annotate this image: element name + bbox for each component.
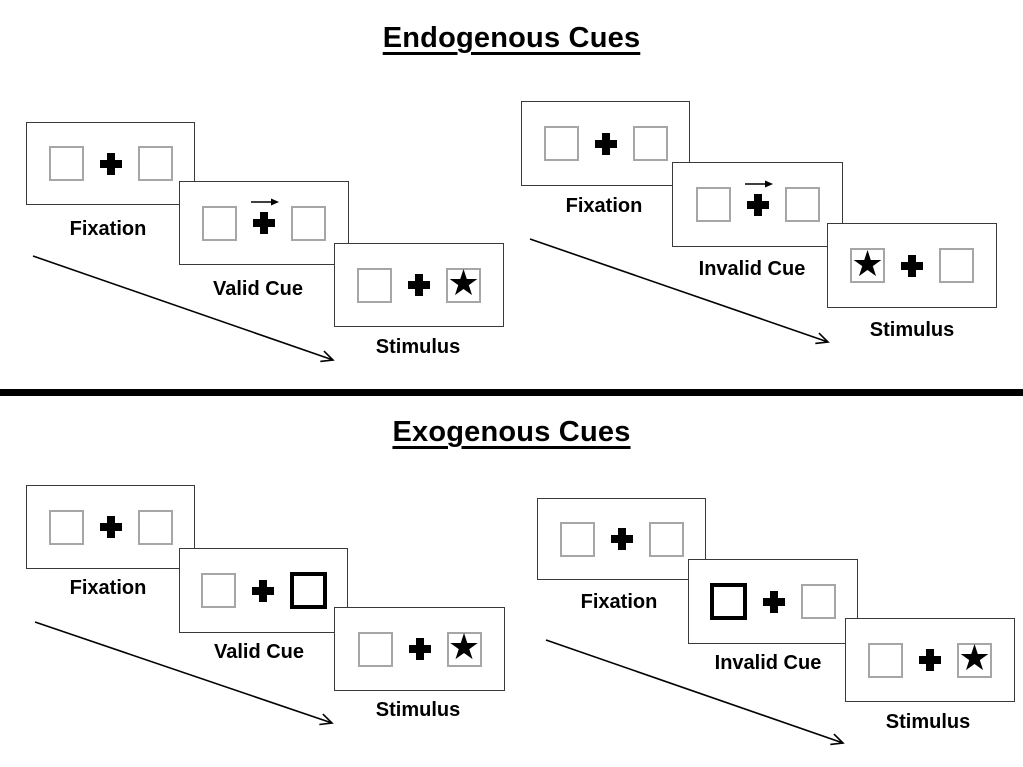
placeholder-box-right	[291, 205, 326, 241]
fixation-cross-icon	[610, 528, 633, 550]
fixation-cross-icon	[763, 590, 785, 613]
panel-label: Valid Cue	[213, 641, 305, 663]
fixation-panel	[521, 101, 690, 186]
section-title-text: Exogenous Cues	[392, 416, 631, 448]
cue-arrow-right-icon	[251, 198, 279, 206]
placeholder-box-left	[202, 205, 237, 241]
invalid-cue-panel	[672, 162, 843, 247]
panel-label: Invalid Cue	[698, 258, 806, 280]
fixation-cross-icon	[408, 274, 430, 296]
fixation-cross-icon	[99, 152, 122, 175]
placeholder-box-right	[632, 126, 668, 161]
cue-highlight-box	[289, 572, 327, 609]
star-icon: ★	[447, 263, 480, 304]
invalid-cue-panel	[688, 559, 858, 644]
panel-label: Fixation	[69, 218, 147, 240]
placeholder-box-left	[357, 631, 393, 667]
placeholder-box-left	[695, 187, 731, 222]
placeholder-box-left	[868, 642, 903, 678]
stimulus-panel: ★	[827, 223, 997, 308]
placeholder-box-right	[939, 248, 974, 283]
placeholder-box-left	[559, 521, 595, 557]
cue-arrow-right-icon	[744, 180, 773, 187]
panel-label: Stimulus	[375, 699, 461, 721]
valid-cue-panel	[179, 548, 348, 633]
placeholder-box-right: ★	[446, 263, 481, 304]
placeholder-box-left	[48, 509, 84, 545]
star-icon: ★	[958, 638, 991, 679]
stimulus-panel: ★	[334, 607, 505, 691]
placeholder-box-left	[200, 573, 236, 608]
fixation-panel	[26, 122, 195, 205]
placeholder-box-right	[784, 187, 820, 222]
fixation-panel	[537, 498, 706, 580]
fixation-cross-icon	[408, 638, 431, 660]
cue-highlight-box	[710, 583, 747, 620]
placeholder-box-right: ★	[446, 627, 482, 668]
placeholder-box-right: ★	[957, 638, 992, 679]
placeholder-box-right	[137, 509, 173, 545]
panel-label: Stimulus	[869, 319, 955, 341]
placeholder-box-left	[48, 146, 84, 181]
panel-label: Fixation	[580, 591, 658, 613]
panel-label: Stimulus	[375, 336, 461, 358]
fixation-cross-icon	[251, 579, 274, 602]
star-icon: ★	[447, 627, 481, 668]
section-title-exogenous: Exogenous Cues	[0, 416, 1023, 449]
placeholder-box-right	[648, 521, 684, 557]
fixation-panel	[26, 485, 195, 569]
fixation-cross-icon	[919, 649, 941, 671]
section-title-text: Endogenous Cues	[382, 22, 641, 54]
placeholder-box-left	[543, 126, 579, 161]
fixation-cross-icon	[99, 516, 122, 538]
section-divider	[0, 389, 1023, 396]
fixation-cross-icon	[594, 132, 617, 155]
fixation-cross-icon	[901, 254, 923, 277]
timeline-arrow-exogenous-valid	[34, 621, 334, 726]
placeholder-box-left	[357, 267, 392, 303]
panel-label: Invalid Cue	[714, 652, 822, 674]
timeline-arrow-endogenous-invalid	[529, 238, 830, 345]
section-title-endogenous: Endogenous Cues	[0, 22, 1023, 55]
placeholder-box-right	[801, 584, 836, 619]
placeholder-box-left: ★	[850, 243, 885, 285]
panel-label: Valid Cue	[212, 278, 304, 300]
panel-label: Fixation	[69, 577, 147, 599]
valid-cue-panel	[179, 181, 349, 265]
stimulus-panel: ★	[845, 618, 1015, 702]
star-icon: ★	[851, 243, 884, 285]
timeline-arrow-endogenous-valid	[32, 255, 335, 363]
panel-label: Fixation	[565, 195, 643, 217]
fixation-cross-icon	[744, 180, 773, 216]
fixation-cross-icon	[251, 198, 279, 234]
panel-label: Stimulus	[885, 711, 971, 733]
stimulus-panel: ★	[334, 243, 504, 327]
placeholder-box-right	[137, 146, 173, 181]
